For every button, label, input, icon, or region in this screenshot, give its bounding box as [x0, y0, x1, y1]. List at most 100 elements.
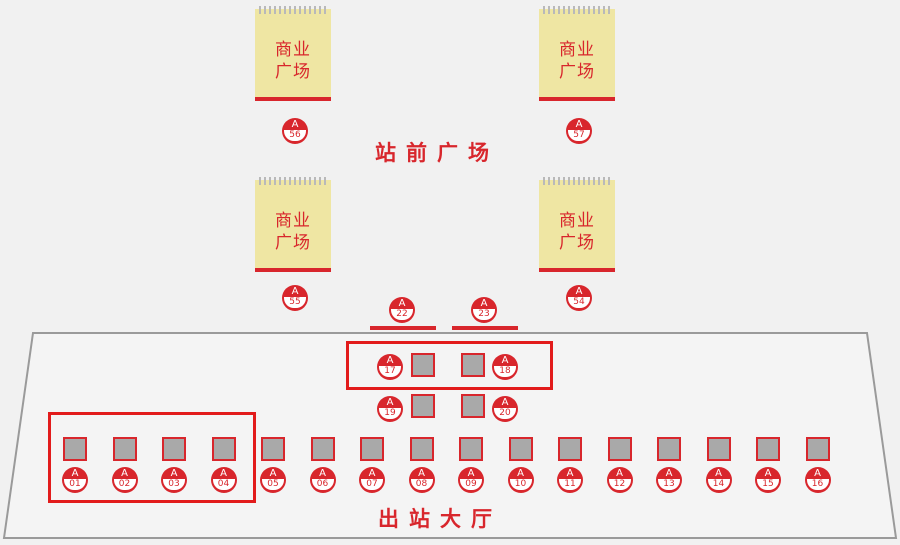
exit-prefix: A [386, 355, 394, 366]
exit-prefix: A [665, 468, 673, 479]
plaza-label: 广场 [559, 62, 595, 82]
exit-number: 55 [284, 297, 306, 308]
exit-passage-bar [370, 326, 436, 330]
notepad-spiral [259, 6, 327, 14]
plaza-label: 广场 [275, 62, 311, 82]
exit-prefix: A [616, 468, 623, 479]
highlight-box-left [48, 412, 256, 503]
exit-prefix: A [121, 468, 128, 479]
exit-number: 04 [212, 479, 235, 490]
exit-prefix: A [170, 468, 178, 479]
gate-icon [607, 437, 632, 461]
commercial-label: 商业 [275, 211, 311, 231]
exit-prefix: A [501, 397, 509, 408]
notepad-spiral [543, 6, 611, 14]
exit-prefix: A [291, 119, 299, 130]
gate-icon [461, 353, 485, 377]
gate-icon [411, 394, 435, 418]
exit-prefix: A [319, 468, 326, 479]
exit-prefix: A [269, 468, 277, 479]
exit-prefix: A [220, 468, 227, 479]
exit-number: 14 [707, 479, 730, 490]
exit-prefix: A [386, 397, 394, 408]
exit-prefix: A [467, 468, 475, 479]
gate-icon [756, 437, 780, 461]
notepad-spiral [543, 177, 611, 185]
exit-prefix: A [715, 468, 722, 479]
exit-prefix: A [575, 286, 583, 297]
exit-number: 07 [361, 479, 383, 490]
gate-icon [657, 437, 681, 461]
exit-prefix: A [517, 468, 524, 479]
exit-number: 16 [806, 479, 829, 490]
exit-hall-title: 出站大厅 [378, 507, 502, 531]
gate-icon [461, 394, 485, 418]
commercial-plaza-building-3: 商业广场 [255, 177, 331, 272]
gate-icon [211, 437, 236, 461]
exit-number: 23 [473, 309, 495, 320]
exit-number: 20 [494, 408, 516, 419]
gate-icon [261, 437, 285, 461]
exit-prefix: A [764, 468, 772, 479]
commercial-label: 商业 [559, 40, 595, 60]
exit-number: 57 [568, 130, 590, 141]
exit-prefix: A [566, 468, 574, 479]
exit-prefix: A [368, 468, 376, 479]
gate-icon [508, 437, 533, 461]
exit-number: 17 [379, 366, 401, 377]
exit-prefix: A [501, 355, 509, 366]
gate-icon [706, 437, 731, 461]
station-plaza-title: 站前广场 [375, 141, 499, 165]
exit-number: 10 [509, 479, 532, 490]
gate-icon [805, 437, 830, 461]
gate-icon [63, 437, 87, 461]
gate-icon [459, 437, 483, 461]
plaza-label: 广场 [275, 233, 311, 253]
exit-prefix: A [814, 468, 821, 479]
exit-prefix: A [291, 286, 299, 297]
notepad-spiral [259, 177, 327, 185]
exit-number: 06 [311, 479, 334, 490]
gate-icon [112, 437, 137, 461]
exit-number: 18 [494, 366, 516, 377]
commercial-plaza-building-4: 商业广场 [539, 177, 615, 272]
gate-icon [558, 437, 582, 461]
exit-number: 09 [460, 479, 482, 490]
exit-prefix: A [398, 298, 406, 309]
exit-number: 22 [391, 309, 413, 320]
exit-number: 01 [64, 479, 86, 490]
commercial-plaza-building-1: 商业广场 [255, 6, 331, 101]
exit-number: 15 [757, 479, 779, 490]
commercial-label: 商业 [275, 40, 311, 60]
exit-number: 08 [410, 479, 433, 490]
gate-icon [411, 353, 435, 377]
exit-prefix: A [71, 468, 79, 479]
exit-number: 12 [608, 479, 631, 490]
